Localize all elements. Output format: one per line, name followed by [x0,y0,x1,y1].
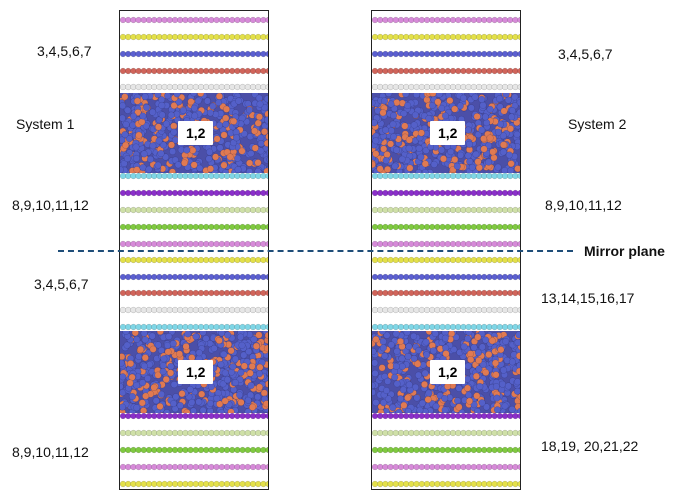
bead-layer-cyan [120,172,268,180]
bead-layer-yellow [120,480,268,488]
bead-layer-blue [372,50,520,58]
sys2-bottom-label: 18,19, 20,21,22 [541,438,639,454]
sys2-top-label: 3,4,5,6,7 [558,46,613,62]
bead-layer-magenta [120,240,268,248]
molecule-block: 1,2 [120,331,268,413]
bead-layer-pale_green [120,206,268,214]
bead-layer-cyan [120,323,268,331]
molecule-block-tag: 1,2 [430,360,466,384]
bead-layer-blue [372,273,520,281]
bead-layer-red [372,289,520,297]
mirror-plane-label: Mirror plane [584,243,665,259]
molecule-block: 1,2 [372,331,520,413]
bead-layer-green [372,446,520,454]
molecule-block-tag: 1,2 [178,360,214,384]
bead-layer-cyan [372,172,520,180]
sys1-top-label: 3,4,5,6,7 [37,43,92,59]
bead-layer-pale_green [372,429,520,437]
molecule-block: 1,2 [120,93,268,173]
sys1-mid-label: 8,9,10,11,12 [12,197,89,213]
bead-layer-purple [372,412,520,420]
sys2-mid-label: 8,9,10,11,12 [545,197,622,213]
bead-layer-white [372,83,520,91]
sys1-low-label: 3,4,5,6,7 [34,276,89,292]
bead-layer-magenta [372,240,520,248]
bead-layer-purple [120,189,268,197]
bead-layer-white [372,306,520,314]
bead-layer-magenta [120,463,268,471]
bead-layer-magenta [372,463,520,471]
bead-layer-white [120,306,268,314]
bead-layer-green [120,223,268,231]
bead-layer-magenta [120,16,268,24]
bead-layer-red [120,67,268,75]
bead-layer-pale_green [120,429,268,437]
bead-layer-purple [372,189,520,197]
sys1-bottom-label: 8,9,10,11,12 [12,444,89,460]
bead-layer-magenta [372,16,520,24]
system-2-column: 1,2 1,2 [371,10,521,490]
system-1-column: 1,2 1,2 [119,10,269,490]
bead-layer-yellow [120,33,268,41]
bead-layer-red [372,67,520,75]
bead-layer-yellow [372,480,520,488]
bead-layer-cyan [372,323,520,331]
bead-layer-yellow [372,33,520,41]
molecule-block-tag: 1,2 [430,121,466,145]
molecule-block: 1,2 [372,93,520,173]
bead-layer-yellow [120,256,268,264]
bead-layer-yellow [372,256,520,264]
molecule-block-tag: 1,2 [178,121,214,145]
bead-layer-red [120,289,268,297]
bead-layer-blue [120,50,268,58]
bead-layer-white [120,83,268,91]
bead-layer-pale_green [372,206,520,214]
bead-layer-green [372,223,520,231]
sys2-name-label: System 2 [568,116,627,132]
sys2-low-label: 13,14,15,16,17 [541,290,635,306]
bead-layer-blue [120,273,268,281]
sys1-name-label: System 1 [16,116,75,132]
bead-layer-purple [120,412,268,420]
bead-layer-green [120,446,268,454]
mirror-plane-line [58,250,573,252]
